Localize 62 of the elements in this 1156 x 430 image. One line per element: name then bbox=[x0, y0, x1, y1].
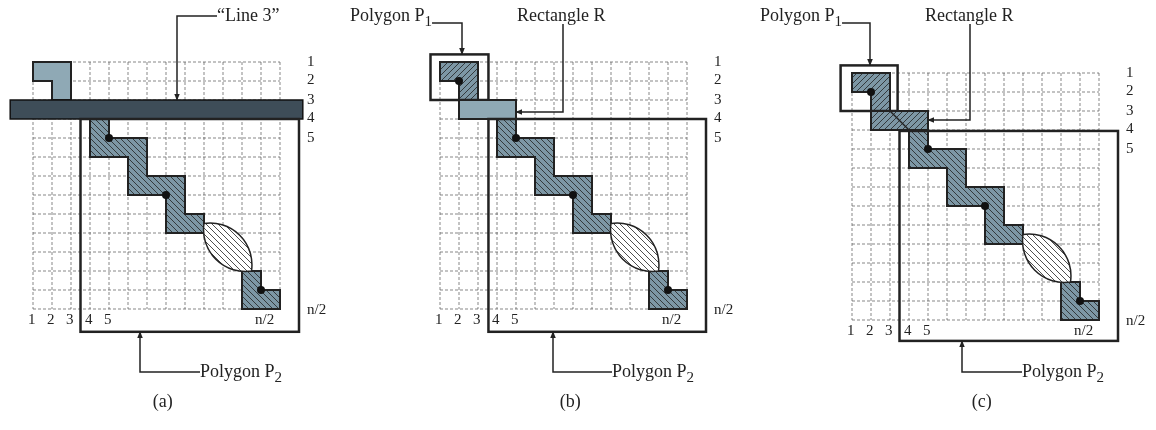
callout-label: Polygon P$_{1}$ bbox=[350, 6, 433, 29]
column-number: 2 bbox=[47, 312, 55, 327]
row-number: 2 bbox=[714, 72, 722, 87]
leader-arrow bbox=[174, 15, 218, 101]
column-number: 1 bbox=[847, 323, 855, 338]
column-number: n/2 bbox=[255, 312, 275, 327]
row-number: 4 bbox=[307, 110, 315, 125]
row-number: 4 bbox=[1126, 121, 1134, 136]
row-number: 5 bbox=[1126, 141, 1134, 156]
row-number: 1 bbox=[714, 54, 722, 69]
row-number: 1 bbox=[1126, 65, 1134, 80]
column-number: 3 bbox=[885, 323, 893, 338]
polygon-outline bbox=[79, 117, 301, 334]
row-number: 2 bbox=[1126, 83, 1134, 98]
rectangle-region bbox=[458, 99, 517, 120]
row-number: 3 bbox=[1126, 103, 1134, 118]
column-number: 2 bbox=[866, 323, 874, 338]
row-number: n/2 bbox=[307, 302, 327, 317]
panel-label: (a) bbox=[152, 392, 173, 410]
row-number: 5 bbox=[307, 130, 315, 145]
leader-arrow bbox=[841, 22, 873, 67]
callout-label: Rectangle R bbox=[925, 6, 1014, 24]
leader-arrow bbox=[927, 23, 971, 123]
leader-arrow bbox=[550, 331, 613, 373]
row-number: 3 bbox=[307, 92, 315, 107]
rectangle-region bbox=[870, 110, 929, 131]
callout-label: Rectangle R bbox=[517, 6, 606, 24]
column-number: 4 bbox=[492, 312, 500, 327]
column-number: 4 bbox=[904, 323, 912, 338]
leader-arrow bbox=[515, 23, 564, 115]
row-number: 3 bbox=[714, 92, 722, 107]
row-number: 5 bbox=[714, 130, 722, 145]
row-number: 4 bbox=[714, 110, 722, 125]
polygon-outline bbox=[898, 129, 1120, 343]
polygon-outline bbox=[839, 64, 899, 113]
callout-label: Polygon P$_{1}$ bbox=[760, 6, 843, 29]
row-number: n/2 bbox=[714, 302, 734, 317]
column-number: n/2 bbox=[1074, 323, 1094, 338]
column-number: 5 bbox=[104, 312, 112, 327]
row-number: n/2 bbox=[1126, 313, 1146, 328]
leader-arrow bbox=[959, 340, 1023, 373]
column-number: 5 bbox=[511, 312, 519, 327]
column-number: 1 bbox=[28, 312, 36, 327]
line-bar bbox=[9, 99, 304, 120]
callout-label: “Line 3” bbox=[217, 6, 280, 24]
column-number: 5 bbox=[923, 323, 931, 338]
column-number: 2 bbox=[454, 312, 462, 327]
column-number: 3 bbox=[473, 312, 481, 327]
panel-label: (c) bbox=[971, 392, 992, 410]
leader-arrow bbox=[137, 331, 201, 373]
callout-label: Polygon P$_{2}$ bbox=[1022, 362, 1105, 385]
row-number: 2 bbox=[307, 72, 315, 87]
callout-label: Polygon P$_{2}$ bbox=[612, 362, 695, 385]
polygon-outline bbox=[487, 117, 708, 334]
callout-label: Polygon P$_{2}$ bbox=[200, 362, 283, 385]
column-number: n/2 bbox=[662, 312, 682, 327]
panel-label: (b) bbox=[559, 392, 581, 410]
row-number: 1 bbox=[307, 54, 315, 69]
column-number: 3 bbox=[66, 312, 74, 327]
column-number: 1 bbox=[435, 312, 443, 327]
column-number: 4 bbox=[85, 312, 93, 327]
leader-arrow bbox=[431, 22, 465, 56]
